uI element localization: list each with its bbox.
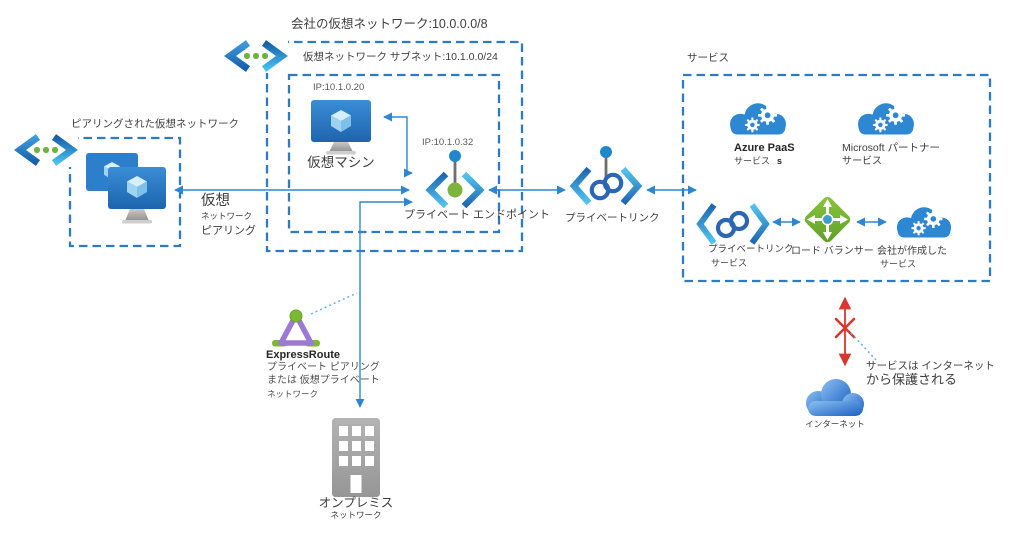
onpremises-sub: ネットワーク (330, 510, 382, 520)
vm-icon (311, 100, 371, 155)
expressroute-icon (272, 309, 320, 347)
load-balancer-name: ロード バランサー (791, 246, 874, 257)
subnet-label: 仮想ネットワーク サブネット:10.1.0.0/24 (303, 51, 498, 63)
vnet-peering-label-3: ピアリング (201, 225, 256, 237)
expressroute-line2: または 仮想プライベート (267, 375, 380, 386)
company-vnet-title: 会社の仮想ネットワーク:10.0.0.0/8 (291, 17, 488, 31)
internet-note-line1: サービスは インターネット (866, 360, 995, 372)
azure-paas-sub-suffix: s (777, 156, 783, 166)
services-box (681, 73, 992, 283)
private-endpoint-ip-label: IP:10.1.0.32 (422, 137, 474, 148)
subnet-box (287, 73, 501, 234)
vnet-peering-label-2: ネットワーク (201, 211, 253, 221)
internet-label: インターネット (805, 419, 865, 429)
expressroute-name: ExpressRoute (266, 349, 340, 361)
vm-label: 仮想マシン (307, 155, 375, 170)
private-link-label: プライベートリンク (565, 212, 660, 224)
peered-vnet-icon (14, 133, 78, 167)
private-endpoint-icon (425, 150, 485, 209)
vnet-peering-label-1: 仮想 (201, 193, 230, 209)
partner-name: Microsoft パートナー (842, 142, 941, 154)
company-service-sub: サービス (880, 259, 917, 269)
company-service-cloud-icon (896, 207, 952, 238)
private-link-icon (569, 146, 643, 206)
arrow-endpoint-to-onprem (355, 197, 413, 408)
vm-ip-label: IP:10.1.0.20 (313, 82, 365, 93)
internet-note-line2: から保護される (866, 372, 958, 387)
partner-cloud-icon (858, 103, 914, 135)
peered-vm-pair-icon (86, 153, 166, 224)
private-endpoint-label: プライベート エンドポイント (404, 209, 551, 221)
expressroute-line1: プライベート ピアリング (267, 362, 380, 373)
peered-vnet-title: ピアリングされた仮想ネットワーク (71, 118, 239, 130)
company-service-name: 会社が作成した (877, 246, 947, 257)
vnet-icon (224, 39, 288, 73)
private-link-service-icon (696, 203, 770, 245)
expressroute-line3: ネットワーク (267, 389, 319, 399)
azure-paas-sub-text: サービス (734, 156, 771, 166)
private-link-service-sub: サービス (711, 258, 748, 268)
onpremises-name: オンプレミス (318, 496, 394, 510)
azure-paas-name: Azure PaaS (734, 142, 795, 154)
dotted-expressroute-callout (310, 292, 358, 315)
arrow-vm-to-endpoint (383, 112, 413, 178)
onpremises-building-icon (332, 418, 380, 497)
internet-cloud-icon (806, 379, 864, 416)
azure-paas-sub: サービス s (734, 156, 782, 166)
company-vnet-box (265, 40, 524, 253)
azure-paas-cloud-icon (730, 103, 786, 135)
services-box-title: サービス (687, 52, 729, 64)
partner-sub: サービス (842, 156, 882, 167)
dotted-internet-callout (850, 332, 877, 361)
private-link-service-name: プライベートリンク (708, 244, 794, 255)
load-balancer-icon (804, 196, 851, 243)
